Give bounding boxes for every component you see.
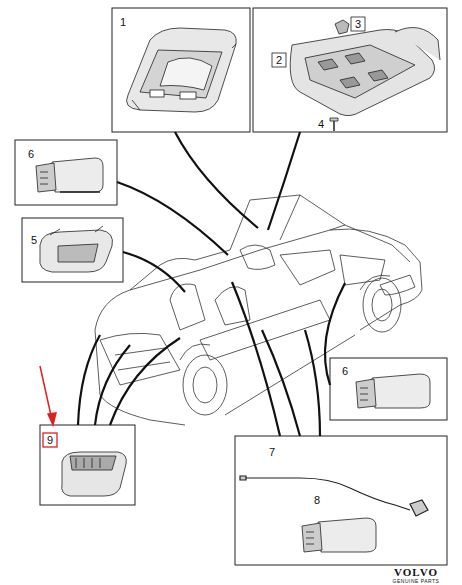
courtesy-lamp [36,163,56,192]
callout-number: 2 [276,55,282,66]
console-frame [335,20,349,34]
inset-frame [112,8,250,132]
leader-line [232,282,280,436]
callout-number: 6 [342,366,348,377]
callout-number: 1 [120,17,126,28]
leader-line [123,252,185,292]
console-frame [318,53,388,88]
courtesy-lamp [318,518,376,552]
leader-line [175,132,258,228]
courtesy-lamp [306,532,314,544]
reading-lamp [40,230,113,272]
reading-lamp [50,226,103,235]
courtesy-lamp [302,518,376,552]
courtesy-lamp [356,374,430,408]
screw [330,118,338,131]
courtesy-lamp [40,172,48,184]
car-body [280,250,335,285]
reading-lamp [40,226,113,272]
courtesy-lamp [360,388,368,400]
inset-frame [330,358,447,420]
luggage-lamp [76,458,100,468]
overhead-console [150,90,164,97]
inset-frame [40,425,135,505]
inset-frame [22,218,123,282]
courtesy-lamp [36,158,103,192]
leader-line [110,338,180,425]
courtesy-lamp [302,523,322,552]
overhead-console [127,28,237,112]
callout-number: 5 [31,235,37,246]
pointer-arrow [40,366,52,420]
callout-number: 7 [269,447,275,458]
car-body [130,250,230,290]
car-body [363,278,401,332]
car-body [95,195,422,425]
overhead-console [132,44,236,110]
cable-harness [240,476,428,516]
callout-number: 6 [28,149,34,160]
leader-line [95,345,130,425]
console-frame [290,20,440,116]
screw [333,121,335,131]
luggage-lamp [62,452,127,496]
car-body [193,367,217,403]
callout-number: 3 [355,19,361,30]
courtesy-lamp [60,191,100,192]
car-body [372,289,392,321]
courtesy-lamp [356,379,376,408]
pointer-arrow [40,366,56,425]
car-body [183,355,227,415]
callout-number: 8 [314,495,320,506]
inset-frame [253,8,447,132]
courtesy-lamp [52,158,103,192]
inset-frame [235,436,447,565]
inset-frame [15,140,117,205]
leader-line [78,132,345,436]
cable-harness [240,476,246,480]
pointer-arrow [48,413,56,425]
overhead-console [180,92,196,99]
car-body [240,245,275,269]
overhead-console [127,28,237,112]
car-body [180,275,390,360]
leader-line [262,330,300,436]
leader-line [305,330,320,436]
car-body [170,284,205,330]
reading-lamp [58,244,98,262]
car-body [340,255,385,285]
callout-number: 4 [318,119,324,130]
inset-frame [15,8,447,565]
overhead-console [160,58,212,90]
car-body [95,330,185,425]
courtesy-lamp [372,374,430,408]
highlight-box [43,433,57,447]
luggage-lamp [70,456,116,470]
callout-box [272,53,286,67]
callout-box [351,17,365,31]
car-body [230,195,300,250]
car-body [95,229,422,330]
car-body [100,333,180,385]
leader-line [268,132,300,230]
console-frame [395,28,440,61]
car-body [215,287,250,325]
screw [330,118,338,121]
callout-number: 9 [47,435,53,446]
console-frame [305,45,415,98]
brand-logo: VOLVO [394,567,438,578]
overhead-console [140,50,222,98]
cable-harness [245,478,410,510]
luggage-lamp [62,452,127,496]
leader-line [117,182,228,255]
brand-tagline: GENUINE PARTS [393,579,440,584]
cable-harness [410,500,428,516]
